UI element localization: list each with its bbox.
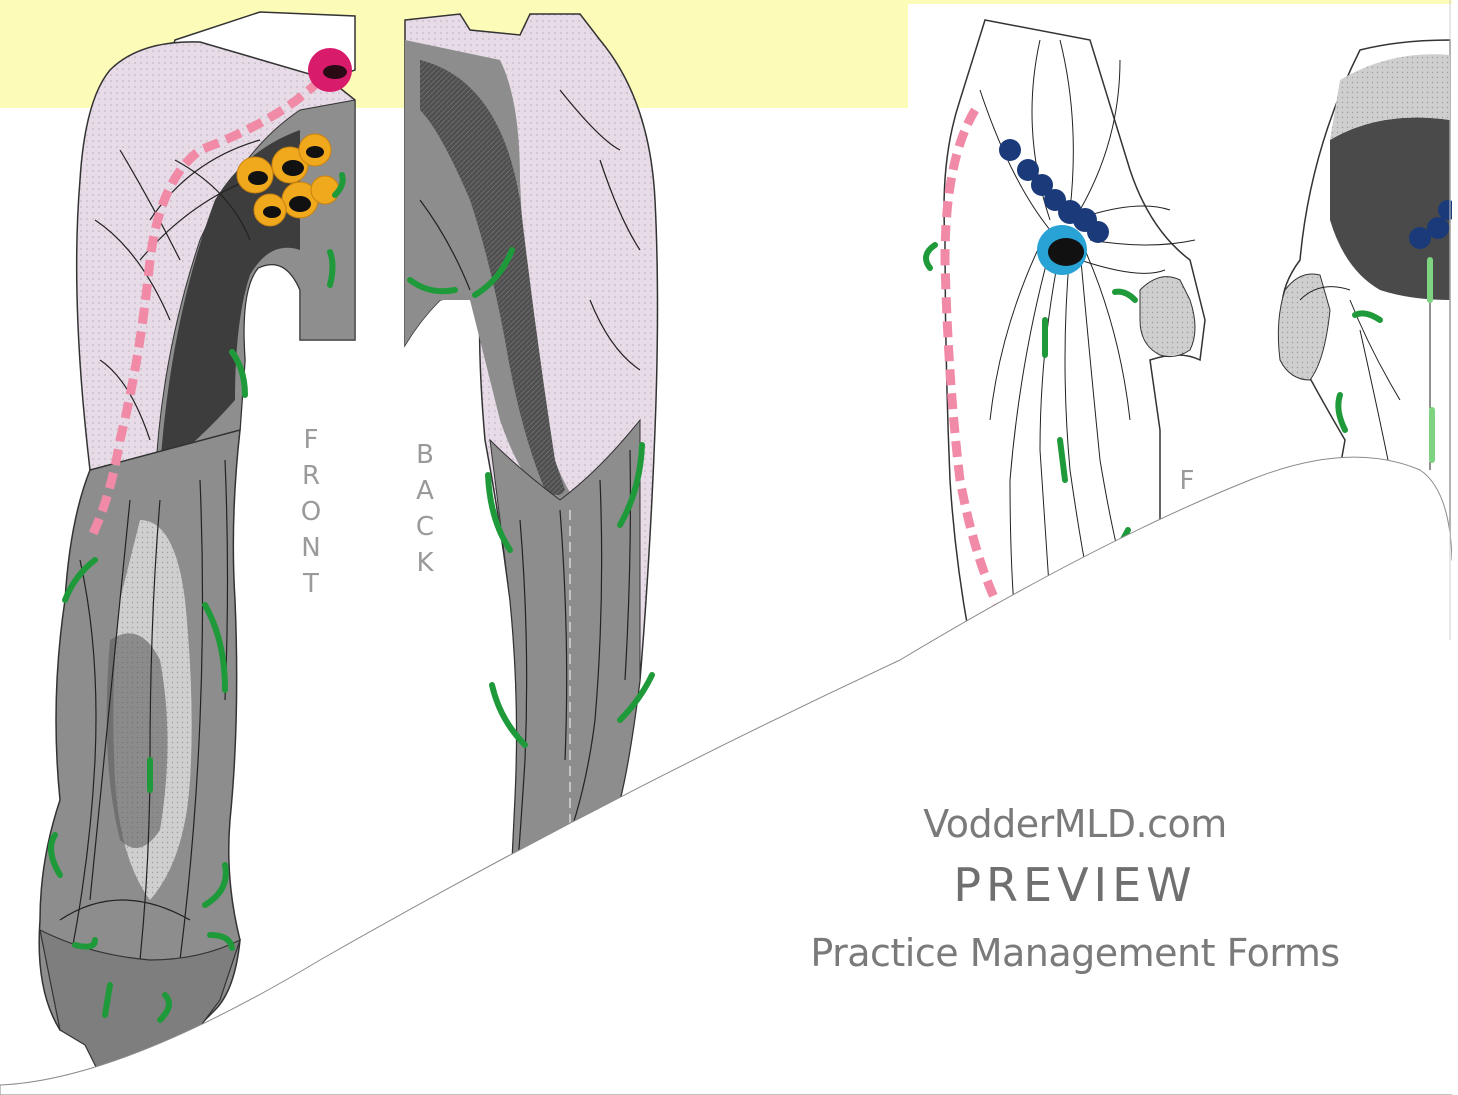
front-label-partial: F [1172,466,1202,496]
back-arm-figure [405,14,658,905]
front-label: FRONT [296,425,326,605]
back-label: BACK [410,440,440,584]
back-label-text: BACK [410,440,440,584]
document-subtitle: Practice Management Forms [760,924,1390,982]
site-name: VodderMLD.com [760,800,1390,848]
preview-heading: PREVIEW [760,850,1390,920]
cover-title-block: VodderMLD.com PREVIEW Practice Managemen… [760,800,1390,982]
front-partial-text: F [1172,466,1202,496]
front-label-text: FRONT [296,425,326,605]
